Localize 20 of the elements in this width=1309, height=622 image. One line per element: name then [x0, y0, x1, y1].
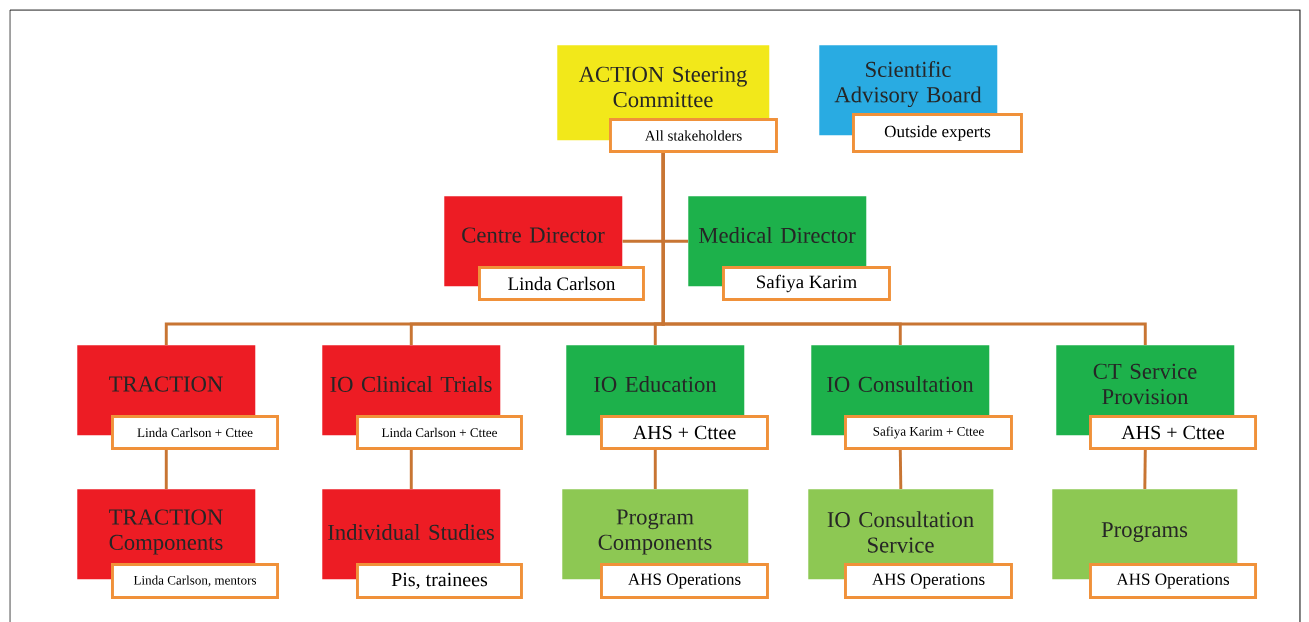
connector-line — [409, 449, 413, 489]
name-tag: All stakeholders — [609, 118, 778, 153]
connector-line — [164, 449, 168, 489]
name-tag: Linda Carlson + Cttee — [111, 415, 279, 450]
name-tag: Outside experts — [852, 113, 1023, 153]
connector-line — [1143, 449, 1147, 490]
name-tag: Safiya Karim — [722, 266, 891, 301]
name-tag: AHS + Cttee — [1089, 415, 1257, 450]
name-tag: Linda Carlson, mentors — [111, 563, 279, 599]
name-tag: AHS Operations — [1089, 563, 1257, 599]
name-tag: AHS Operations — [600, 563, 769, 599]
name-tag: AHS + Cttee — [600, 415, 769, 450]
name-tag: Pis, trainees — [356, 563, 523, 599]
connector-line — [653, 449, 657, 489]
name-tag: AHS Operations — [844, 563, 1013, 599]
name-tag: Safiya Karim + Cttee — [844, 415, 1013, 450]
name-tag: Linda Carlson — [478, 266, 645, 301]
connector-line — [661, 152, 1147, 345]
connector-line — [898, 449, 903, 490]
name-tag: Linda Carlson + Cttee — [356, 415, 523, 450]
